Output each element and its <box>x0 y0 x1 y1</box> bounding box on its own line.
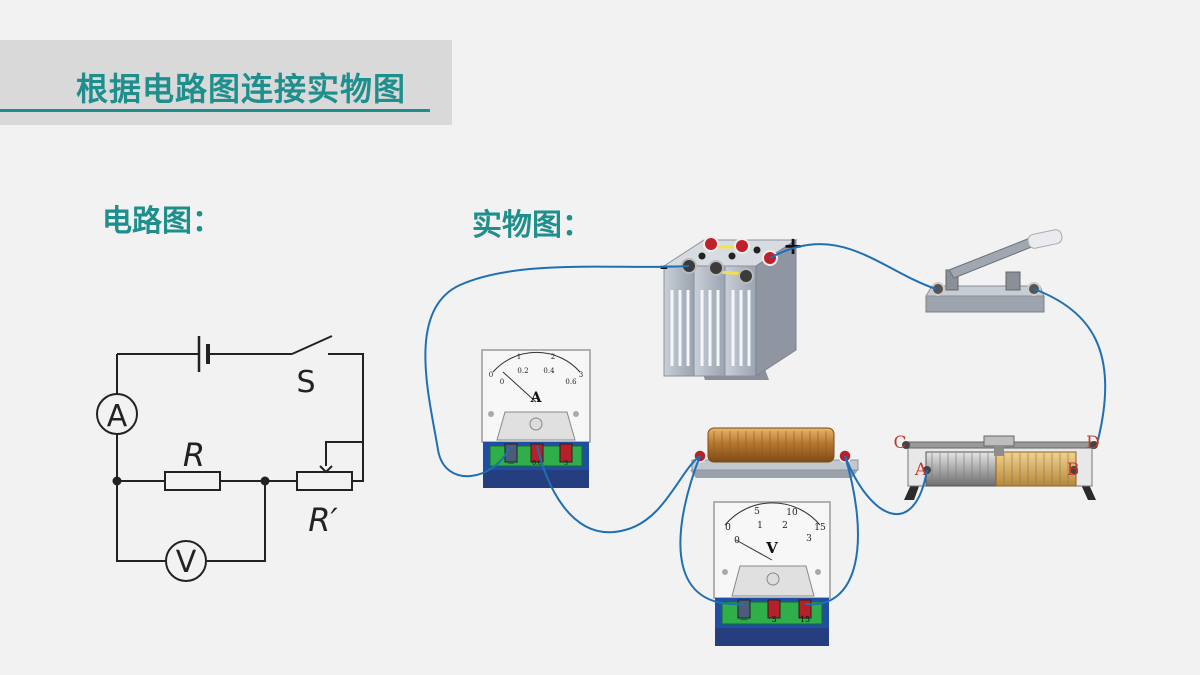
voltmeter-scale-bottom-1: 1 <box>757 521 763 531</box>
voltmeter-scale-bottom-2: 2 <box>782 521 788 531</box>
battery-positive-sign: + <box>783 232 803 260</box>
voltmeter-terminal-3: 3 <box>771 615 776 624</box>
switch-blade <box>291 335 333 355</box>
wire-resistor-to-rheostat <box>844 455 928 516</box>
rheostat-arrow <box>319 465 333 474</box>
ammeter-letter: A <box>107 399 128 434</box>
ammeter-scale-bottom-1: 0.2 <box>517 367 528 375</box>
connection-wires <box>424 243 1107 606</box>
resistor-label: R <box>183 436 205 474</box>
junction-left <box>112 476 122 486</box>
ammeter-terminal-3: 3 <box>564 460 568 467</box>
voltmeter-scale-top-2: 10 <box>786 508 798 518</box>
rheostat-terminal-c: C <box>893 433 906 453</box>
ammeter-dial-letter: A <box>530 390 543 406</box>
circuit-diagram-heading: 电路图： <box>102 204 222 239</box>
title-underline <box>0 109 430 112</box>
knife-switch <box>925 229 1063 313</box>
ammeter-scale-bottom-2: 0.4 <box>543 367 555 375</box>
left-wire <box>116 354 266 562</box>
ammeter-scale-bottom-0: 0 <box>500 378 504 386</box>
wire-switch-to-rheostat <box>1033 288 1107 441</box>
voltmeter-dial-letter: V <box>765 539 778 557</box>
voltmeter <box>713 501 831 646</box>
ammeter-terminal-0-6: 0.6 <box>532 460 542 467</box>
ammeter-scale-top-1: 1 <box>517 353 521 361</box>
battery-pack <box>662 236 798 380</box>
fixed-resistor <box>690 427 859 478</box>
page-title: 根据电路图连接实物图 <box>76 70 407 108</box>
wire-battery-to-ammeter <box>424 265 690 477</box>
rheostat-terminal-a: A <box>914 460 928 480</box>
voltmeter-terminal-neg: — <box>740 615 748 624</box>
rheostat-box <box>296 471 353 491</box>
ammeter <box>481 349 591 488</box>
wire-ammeter-to-resistor <box>536 445 701 534</box>
resistor-box <box>164 471 221 491</box>
ammeter-scale-bottom-3: 0.6 <box>565 378 577 386</box>
ammeter-symbol-circle <box>96 393 138 435</box>
circuit-schematic <box>96 335 364 582</box>
voltmeter-scale-bottom-0: 0 <box>734 536 740 546</box>
voltmeter-scale-top-1: 5 <box>754 507 760 517</box>
rheostat-terminal-b: B <box>1067 460 1080 480</box>
middle-wire <box>117 442 364 482</box>
top-wire <box>117 353 364 466</box>
ammeter-scale-top-0: 0 <box>489 371 493 379</box>
ammeter-scale-top-2: 2 <box>551 353 555 361</box>
voltmeter-symbol-circle <box>165 540 207 582</box>
wire-resistor-to-voltmeter-pos <box>804 455 859 606</box>
wire-resistor-to-voltmeter-neg <box>679 455 745 606</box>
voltmeter-scale-top-3: 15 <box>814 523 826 533</box>
physical-diagram-heading: 实物图： <box>472 208 592 243</box>
rheostat-label: R′ <box>308 501 338 539</box>
switch-label: S <box>296 365 315 400</box>
rheostat-terminal-d: D <box>1086 433 1100 453</box>
ammeter-scale-top-3: 3 <box>579 371 583 379</box>
voltmeter-terminal-15: 15 <box>800 615 810 624</box>
sliding-rheostat <box>902 435 1098 500</box>
wire-battery-to-switch <box>769 243 937 290</box>
ammeter-terminal-neg: — <box>508 460 514 467</box>
voltmeter-scale-bottom-3: 3 <box>806 534 812 544</box>
junction-right <box>260 476 270 486</box>
voltmeter-letter: V <box>176 545 197 580</box>
voltmeter-scale-top-0: 0 <box>725 523 731 533</box>
